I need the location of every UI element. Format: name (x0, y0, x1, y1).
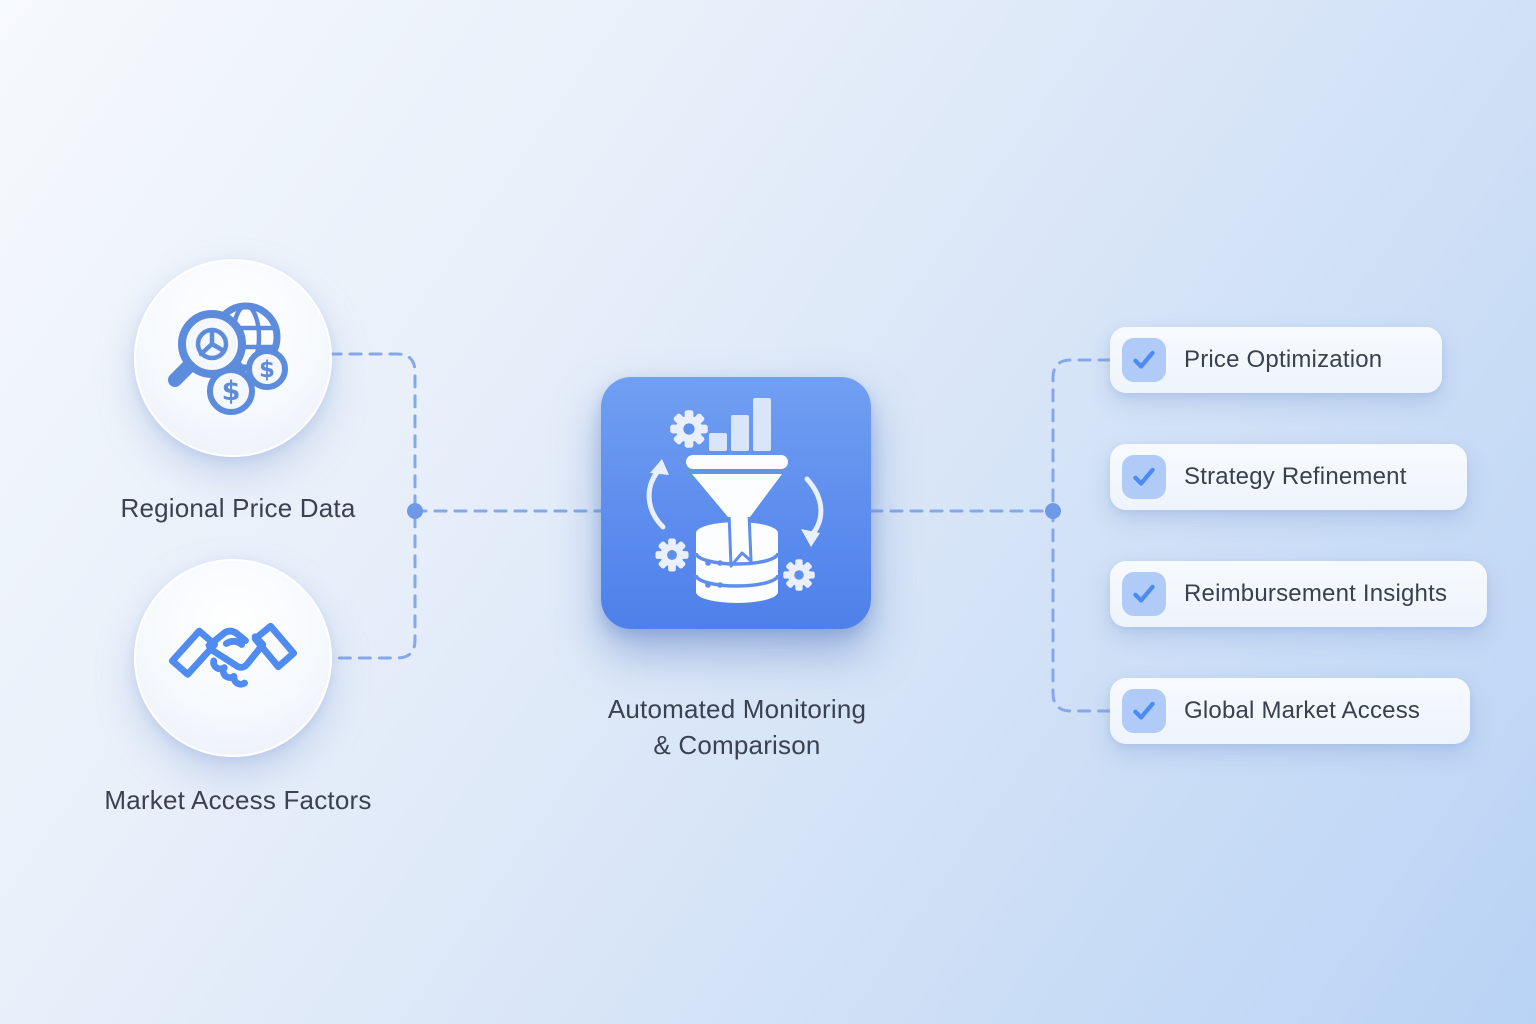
output-label: Strategy Refinement (1184, 463, 1407, 490)
process-label-line2: & Comparison (653, 730, 821, 760)
process-node-tile (601, 377, 871, 629)
gear-icon (670, 410, 708, 448)
output-card-reimbursement-insights: Reimbursement Insights (1110, 561, 1487, 627)
checkmark-icon (1133, 584, 1155, 603)
svg-text:$: $ (259, 357, 275, 383)
process-label-line1: Automated Monitoring (607, 694, 867, 724)
bar-chart-icon (709, 398, 771, 451)
process-label: Automated Monitoring & Comparison (537, 691, 937, 763)
price-search-globe-icon: $ $ (168, 302, 288, 415)
arrowhead-down (801, 529, 820, 547)
input-label-regional-price-data: Regional Price Data (120, 493, 356, 523)
checkbox-checked[interactable] (1122, 455, 1166, 499)
dollar-coin-icon: $ (207, 367, 255, 415)
gear-icon (783, 559, 815, 591)
handshake-icon (168, 622, 298, 688)
checkmark-icon (1133, 467, 1155, 486)
pie-chart-icon (195, 327, 229, 361)
svg-text:$: $ (222, 376, 241, 407)
output-card-global-market-access: Global Market Access (1110, 678, 1470, 744)
gear-icon (655, 538, 689, 572)
magnifier-handle (168, 360, 195, 387)
right-junction-dot (1045, 503, 1061, 519)
input-node-market-access-factors (134, 559, 332, 757)
checkbox-checked[interactable] (1122, 572, 1166, 616)
output-label: Global Market Access (1184, 697, 1421, 724)
input-node-regional-price-data: $ $ (134, 259, 332, 457)
funnel-data-processing-icon (646, 398, 824, 603)
checkmark-icon (1133, 701, 1155, 720)
output-label: Reimbursement Insights (1184, 580, 1448, 607)
checkbox-checked[interactable] (1122, 338, 1166, 382)
checkmark-icon (1133, 350, 1155, 369)
funnel-icon (686, 455, 788, 568)
input-label-market-access-factors: Market Access Factors (104, 785, 372, 815)
database-icon (694, 522, 780, 603)
output-card-price-optimization: Price Optimization (1110, 327, 1442, 393)
checkbox-checked[interactable] (1122, 689, 1166, 733)
arrowhead-up (650, 459, 669, 475)
left-sleeve (168, 627, 219, 678)
dollar-coin-icon: $ (246, 348, 288, 390)
right-bracket-connector (1051, 358, 1112, 713)
output-label: Price Optimization (1184, 346, 1383, 373)
output-card-strategy-refinement: Strategy Refinement (1110, 444, 1467, 510)
